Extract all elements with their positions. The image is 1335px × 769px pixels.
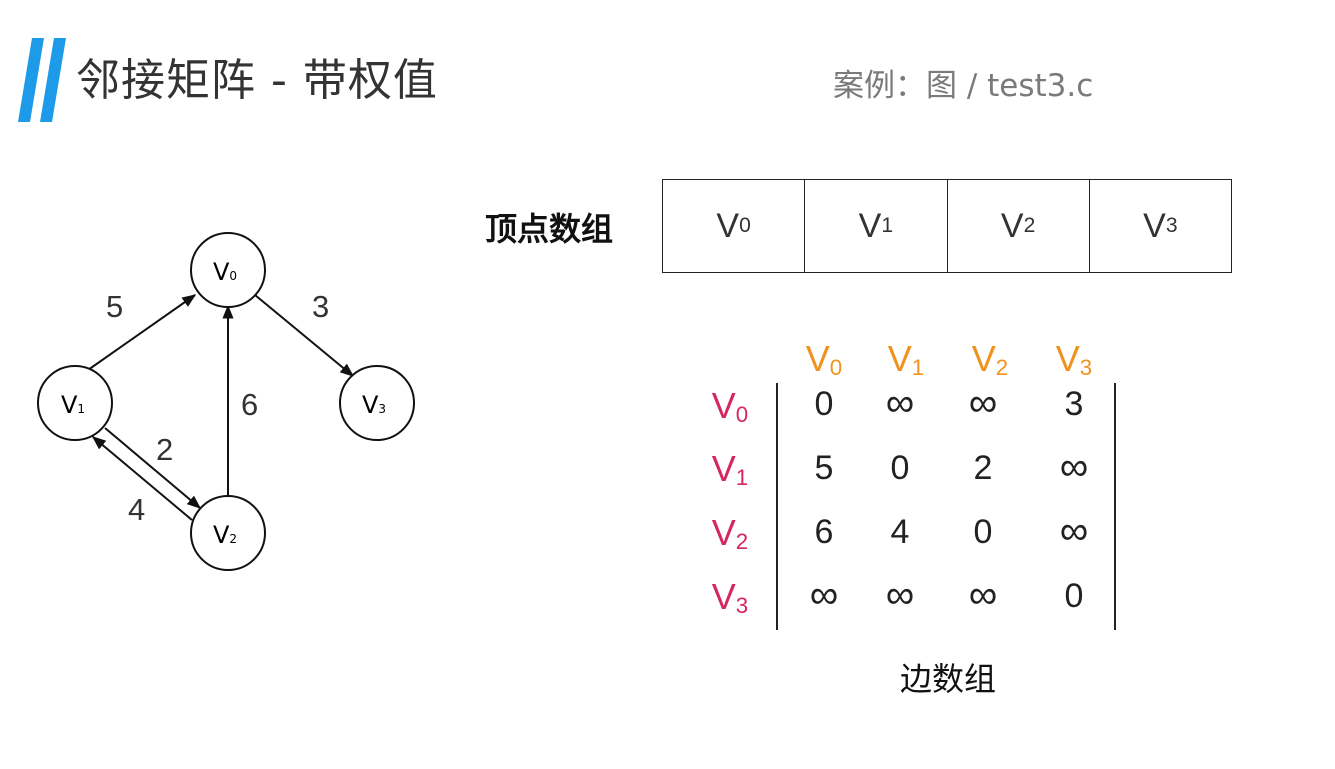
vertex-label: V3 bbox=[362, 391, 386, 419]
matrix-cell: 4 bbox=[890, 513, 910, 551]
matrix-cell: ∞ bbox=[968, 573, 998, 617]
matrix-cell: ∞ bbox=[885, 381, 915, 425]
matrix-col-header: V3 bbox=[1055, 338, 1093, 381]
matrix-row-header: V2 bbox=[711, 512, 749, 555]
matrix-cell: 5 bbox=[814, 449, 834, 487]
matrix-left-bracket bbox=[776, 383, 778, 630]
vertex-label: V1 bbox=[61, 391, 85, 419]
matrix-col-header: V0 bbox=[805, 338, 843, 381]
matrix-row-header: V1 bbox=[711, 448, 749, 491]
vertex-v2: V2 bbox=[190, 495, 266, 571]
matrix-cell: ∞ bbox=[1059, 445, 1089, 489]
edge-array-label: 边数组 bbox=[900, 660, 997, 698]
vertex-v1: V1 bbox=[37, 365, 113, 441]
title-accent-icon bbox=[18, 38, 66, 122]
vertex-v0: V0 bbox=[190, 232, 266, 308]
vertex-label: V0 bbox=[213, 258, 237, 286]
edge-weight-v0-v3: 3 bbox=[312, 289, 329, 324]
edge-weight-v2-v1: 4 bbox=[128, 492, 145, 527]
vertex-array-label: 顶点数组 bbox=[485, 210, 614, 248]
matrix-cell: ∞ bbox=[968, 381, 998, 425]
matrix-cell: ∞ bbox=[1059, 509, 1089, 553]
matrix-row-header: V3 bbox=[711, 576, 749, 619]
matrix-cell: 0 bbox=[1064, 577, 1084, 615]
matrix-cell: 0 bbox=[814, 385, 834, 423]
matrix-cell: ∞ bbox=[809, 573, 839, 617]
matrix-col-header: V1 bbox=[887, 338, 925, 381]
matrix-col-header: V2 bbox=[971, 338, 1009, 381]
edge-v0-v3 bbox=[254, 294, 355, 377]
matrix-row-header: V0 bbox=[711, 385, 749, 428]
edge-v1-v0 bbox=[87, 294, 197, 371]
edge-weight-v2-v0: 6 bbox=[241, 387, 258, 422]
edge-weight-v1-v2: 2 bbox=[156, 432, 173, 467]
edge-weight-v1-v0: 5 bbox=[106, 289, 123, 324]
case-subtitle: 案例：图 / test3.c bbox=[833, 68, 1094, 104]
matrix-right-bracket bbox=[1114, 383, 1116, 630]
edge-v2-v1 bbox=[91, 436, 193, 521]
matrix-cell: 2 bbox=[973, 449, 993, 487]
vertex-v3: V3 bbox=[339, 365, 415, 441]
matrix-cell: 3 bbox=[1064, 385, 1084, 423]
page-title: 邻接矩阵 - 带权值 bbox=[76, 55, 438, 106]
matrix-cell: 0 bbox=[890, 449, 910, 487]
vertex-label: V2 bbox=[213, 521, 237, 549]
matrix-cell: 0 bbox=[973, 513, 993, 551]
edge-v1-v2 bbox=[104, 427, 202, 509]
matrix-cell: ∞ bbox=[885, 573, 915, 617]
matrix-cell: 6 bbox=[814, 513, 834, 551]
